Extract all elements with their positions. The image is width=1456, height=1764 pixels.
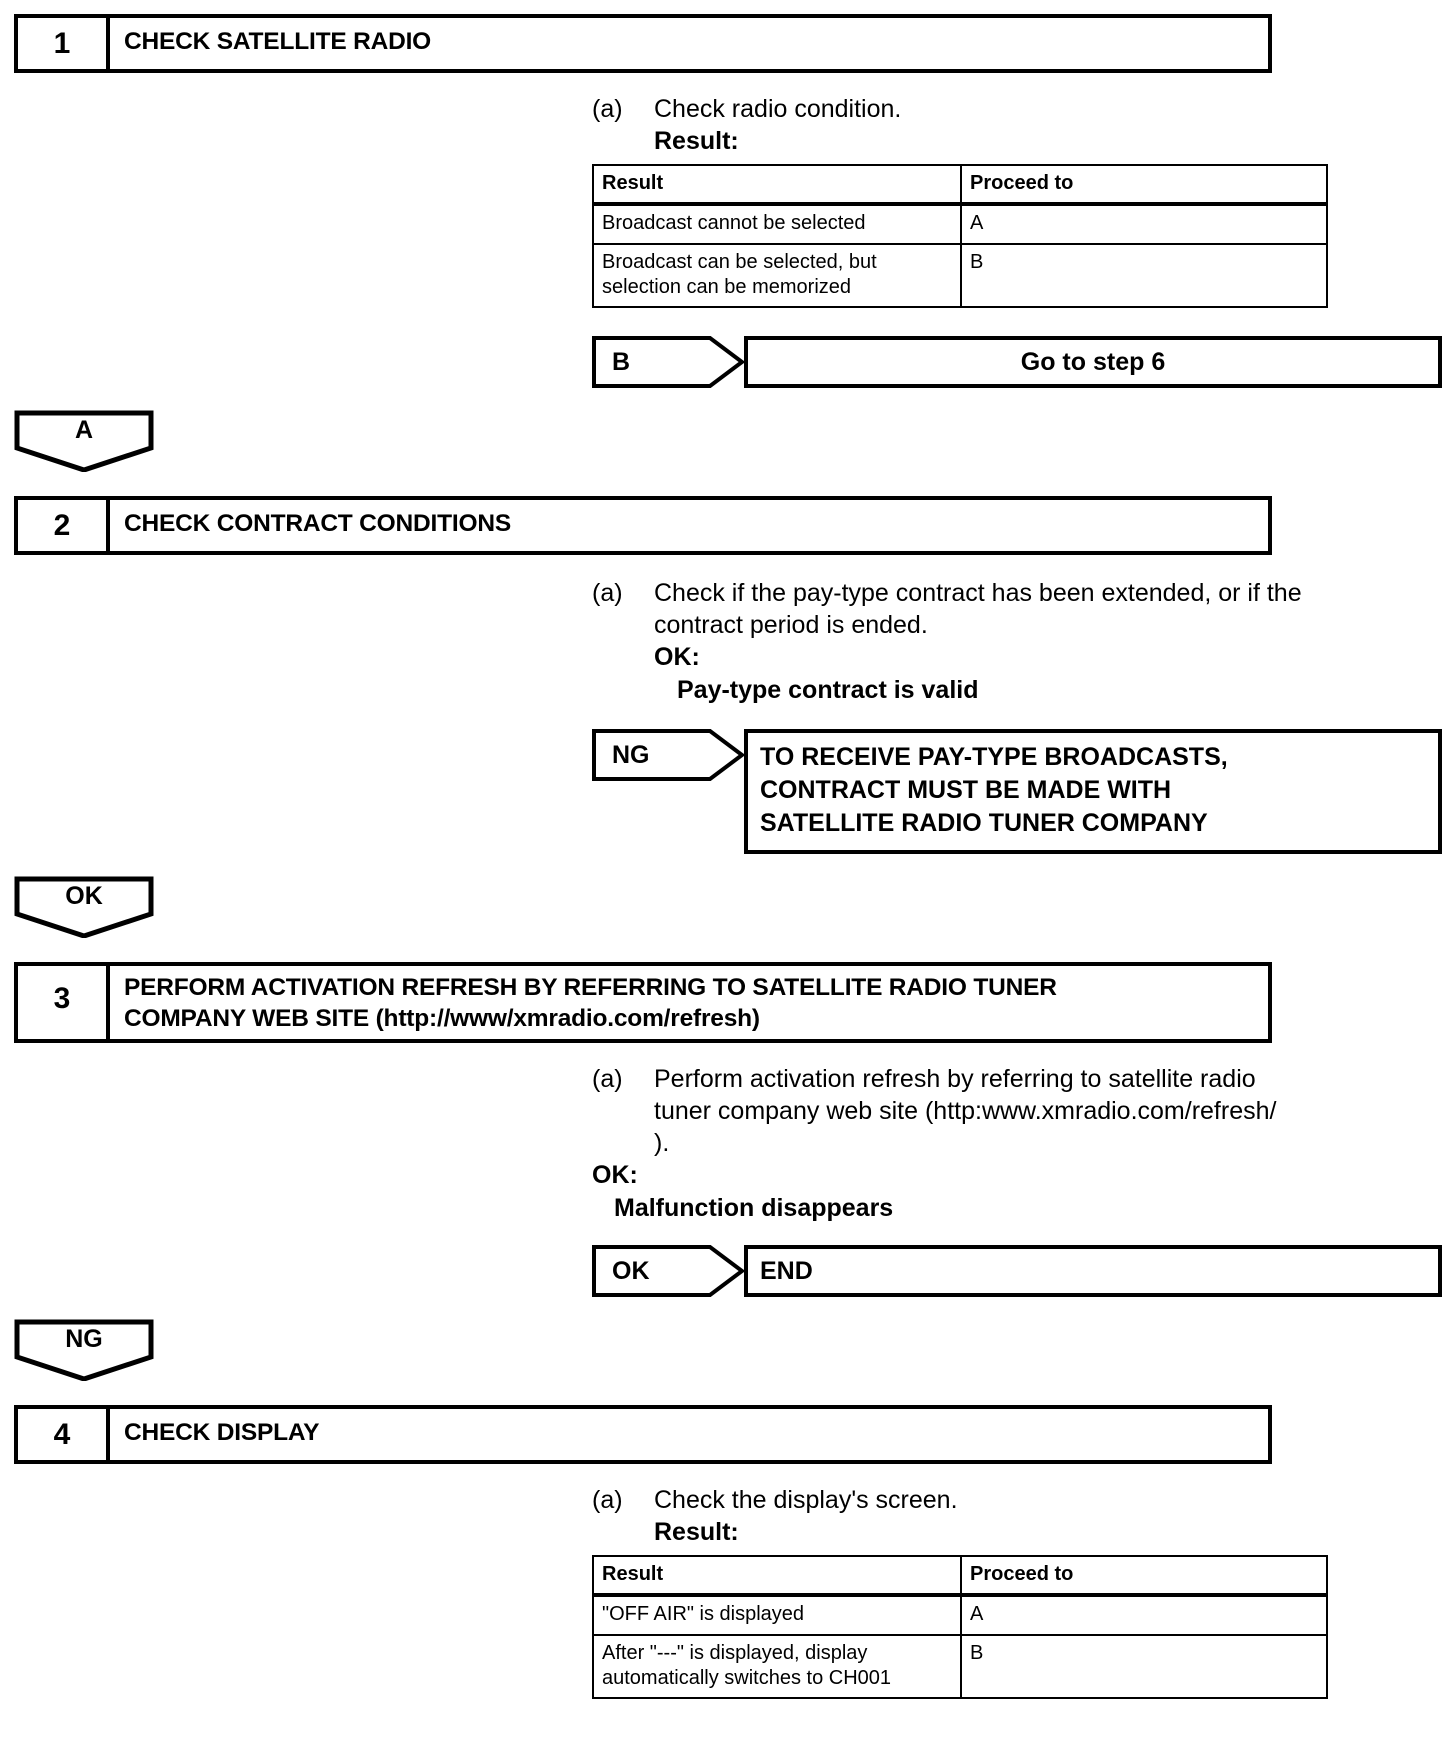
step1-result-label: Result: <box>654 127 739 155</box>
table-header-row: Result Proceed to <box>592 164 1328 206</box>
branch-result-line-1: TO RECEIVE PAY-TYPE BROADCASTS, <box>760 743 1228 771</box>
step2-instruction-text: Check if the pay-type contract has been … <box>654 579 1302 639</box>
branch-tag-label: OK <box>612 1256 650 1285</box>
step4-result-label: Result: <box>654 1518 739 1546</box>
step3-ok-value: Malfunction disappears <box>614 1194 894 1222</box>
step4-marker: (a) <box>592 1486 623 1514</box>
step3-ok-label: OK: <box>592 1161 638 1189</box>
step2-ok-label: OK: <box>654 643 700 671</box>
step2-instruction-paragraph: (a) Check if the pay-type contract has b… <box>592 577 1442 641</box>
step2-branch-row: NG TO RECEIVE PAY-TYPE BROADCASTS, CONTR… <box>592 729 1442 854</box>
step-title-4: CHECK DISPLAY <box>124 1419 320 1446</box>
step-number-3: 3 <box>18 966 110 1039</box>
cell-result: After "---" is displayed, display automa… <box>592 1634 962 1699</box>
step4-instruction-paragraph: (a) Check the display's screen. <box>592 1484 1442 1516</box>
branch-result-line-3: SATELLITE RADIO TUNER COMPANY <box>760 809 1208 837</box>
step1-instruction-paragraph: (a) Check radio condition. <box>592 93 1442 125</box>
branch-tag-pentagon-ok: OK <box>592 1245 744 1297</box>
step-header-2: 2 CHECK CONTRACT CONDITIONS <box>14 496 1272 555</box>
step-title-3-line2: COMPANY WEB SITE (http://www/xmradio.com… <box>124 1005 760 1032</box>
column-header-proceed-to: Proceed to <box>960 1555 1328 1597</box>
step3-branch-row: OK END <box>592 1245 1442 1297</box>
cell-result: Broadcast can be selected, but selection… <box>592 243 962 308</box>
branch-tag-label: NG <box>612 740 650 769</box>
cell-proceed-to: A <box>960 203 1328 245</box>
step-title-3: PERFORM ACTIVATION REFRESH BY REFERRING … <box>110 966 1268 1039</box>
column-header-result: Result <box>592 1555 962 1597</box>
table-row: "OFF AIR" is displayed A <box>592 1594 1328 1636</box>
branch-result-box-end: END <box>744 1245 1442 1297</box>
step-body-2: (a) Check if the pay-type contract has b… <box>592 577 1442 854</box>
cell-proceed-to: B <box>960 1634 1328 1699</box>
step-number-2: 2 <box>18 500 110 551</box>
column-header-proceed-to: Proceed to <box>960 164 1328 206</box>
flow-connector-a: A <box>14 410 154 472</box>
table-row: Broadcast can be selected, but selection… <box>592 243 1328 308</box>
branch-result-box-goto-step6: Go to step 6 <box>744 336 1442 388</box>
flow-connector-label: A <box>74 416 94 444</box>
step-title-2: CHECK CONTRACT CONDITIONS <box>124 510 511 537</box>
step4-result-table: Result Proceed to "OFF AIR" is displayed… <box>592 1555 1328 1699</box>
table-row: After "---" is displayed, display automa… <box>592 1634 1328 1699</box>
step3-instruction-text: Perform activation refresh by referring … <box>654 1065 1277 1157</box>
step3-marker: (a) <box>592 1065 623 1093</box>
step4-instruction-text: Check the display's screen. <box>654 1486 958 1514</box>
cell-proceed-to: A <box>960 1594 1328 1636</box>
branch-tag-pentagon-ng: NG <box>592 729 744 781</box>
branch-result-text: Go to step 6 <box>1020 347 1166 376</box>
step1-result-table: Result Proceed to Broadcast cannot be se… <box>592 164 1328 308</box>
step-title-1: CHECK SATELLITE RADIO <box>124 28 432 55</box>
cell-result: Broadcast cannot be selected <box>592 203 962 245</box>
step-title-3-line1: PERFORM ACTIVATION REFRESH BY REFERRING … <box>124 974 1057 1001</box>
branch-tag-pentagon-b: B <box>592 336 744 388</box>
branch-tag-label: B <box>612 347 631 376</box>
flow-connector-ok-step2: OK <box>14 876 154 938</box>
step-body-1: (a) Check radio condition. Result: Resul… <box>592 93 1442 388</box>
step1-instruction-text: Check radio condition. <box>654 95 902 123</box>
step-header-3: 3 PERFORM ACTIVATION REFRESH BY REFERRIN… <box>14 962 1272 1043</box>
flow-connector-ng-step3: NG <box>14 1319 154 1381</box>
branch-result-line-2: CONTRACT MUST BE MADE WITH <box>760 776 1172 804</box>
step2-marker: (a) <box>592 579 623 607</box>
step1-marker: (a) <box>592 95 623 123</box>
step2-ok-value: Pay-type contract is valid <box>677 676 979 704</box>
branch-result-box-contract-notice: TO RECEIVE PAY-TYPE BROADCASTS, CONTRACT… <box>744 729 1442 854</box>
step-number-4: 4 <box>18 1409 110 1460</box>
cell-proceed-to: B <box>960 243 1328 308</box>
step1-branch-row: B Go to step 6 <box>592 336 1442 388</box>
step-number-1: 1 <box>18 18 110 69</box>
flow-connector-label: NG <box>65 1325 103 1353</box>
column-header-result: Result <box>592 164 962 206</box>
cell-result: "OFF AIR" is displayed <box>592 1594 962 1636</box>
branch-result-text: END <box>760 1256 813 1285</box>
step-header-1: 1 CHECK SATELLITE RADIO <box>14 14 1272 73</box>
step-header-4: 4 CHECK DISPLAY <box>14 1405 1272 1464</box>
table-header-row: Result Proceed to <box>592 1555 1328 1597</box>
step3-instruction-paragraph: (a) Perform activation refresh by referr… <box>592 1063 1442 1159</box>
step-body-3: (a) Perform activation refresh by referr… <box>592 1063 1442 1297</box>
step-body-4: (a) Check the display's screen. Result: … <box>592 1484 1442 1699</box>
flow-connector-label: OK <box>65 882 103 910</box>
table-row: Broadcast cannot be selected A <box>592 203 1328 245</box>
